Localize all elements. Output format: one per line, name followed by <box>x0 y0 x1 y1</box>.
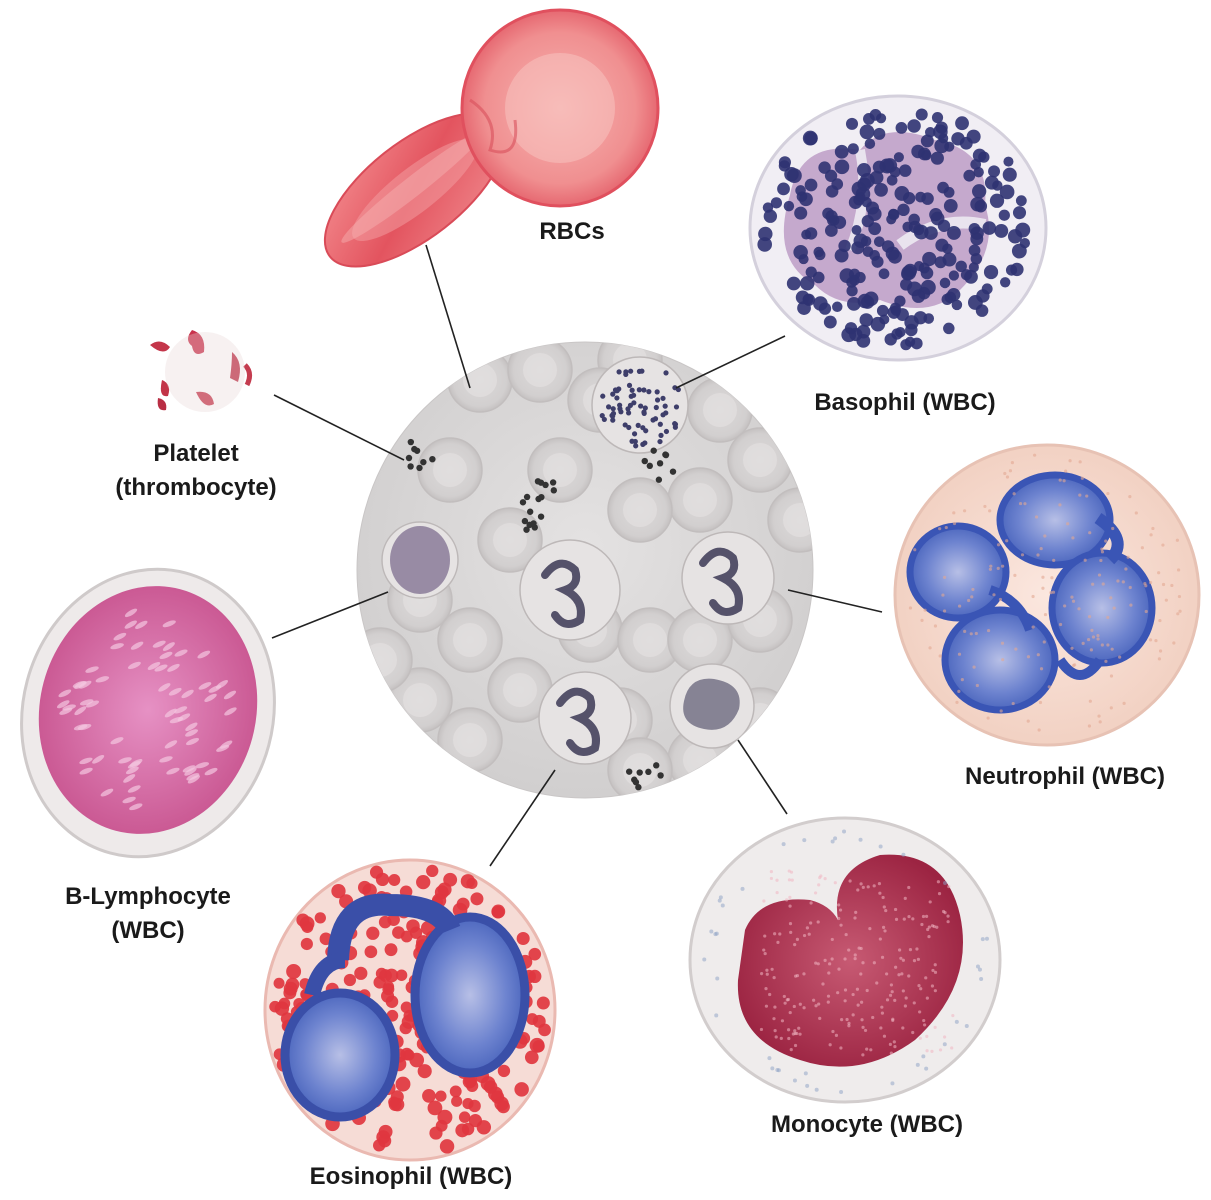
blood-smear-view <box>356 341 814 799</box>
label-platelet-line2: (thrombocyte) <box>115 474 277 501</box>
label-b-lymphocyte-line1: B-Lymphocyte <box>65 883 231 910</box>
leader-line-basophil <box>675 335 786 389</box>
smear-wbc-neutro <box>681 531 775 625</box>
label-b-lymphocyte-line2: (WBC) <box>111 917 185 944</box>
leader-line-monocyte <box>737 739 788 815</box>
eosinophil-illustration <box>263 858 557 1162</box>
label-b-lymphocyte: B-Lymphocyte (WBC) <box>30 880 266 948</box>
basophil-illustration <box>748 94 1048 362</box>
smear-wbc-baso <box>591 356 689 454</box>
monocyte-illustration <box>688 816 1002 1104</box>
leader-lines <box>271 244 883 867</box>
leader-line-platelet <box>273 394 405 461</box>
smear-wbc-eosino <box>538 671 632 765</box>
label-basophil: Basophil (WBC) <box>814 389 996 416</box>
smear-wbc-mono <box>669 663 755 749</box>
label-neutrophil: Neutrophil (WBC) <box>965 763 1165 790</box>
leader-line-neutrophil <box>787 589 883 613</box>
neutrophil-illustration <box>893 443 1201 747</box>
platelets-illustration <box>150 330 253 412</box>
leader-line-eosinophil <box>489 769 556 867</box>
label-eosinophil: Eosinophil (WBC) <box>309 1163 513 1190</box>
red-blood-cells-illustration <box>323 8 660 268</box>
label-rbcs: RBCs <box>539 218 605 245</box>
leader-line-lymphocyte <box>271 591 389 639</box>
leader-line-rbc <box>425 244 471 389</box>
smear-wbc-lympho <box>381 521 459 599</box>
label-platelet-line1: Platelet <box>153 440 239 467</box>
label-monocyte: Monocyte (WBC) <box>771 1111 963 1138</box>
smear-wbc-neutro <box>519 539 621 641</box>
b-lymphocyte-illustration <box>20 567 276 859</box>
label-platelet: Platelet (thrombocyte) <box>90 437 302 505</box>
